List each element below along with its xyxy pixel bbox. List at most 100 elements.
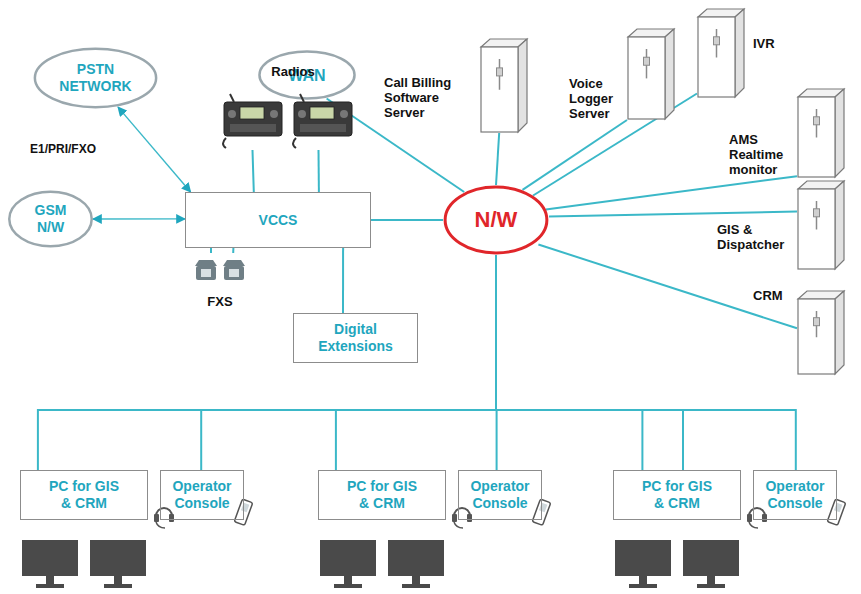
shape-part <box>300 124 346 132</box>
server-node: AMS Realtime monitor <box>797 88 845 178</box>
connector-line <box>371 219 443 221</box>
shape-part <box>224 102 282 136</box>
server-icon <box>628 29 674 119</box>
monitor-screen <box>90 540 146 576</box>
shape-part <box>665 29 674 119</box>
server-drawing <box>797 180 845 270</box>
shape-part <box>223 138 226 148</box>
phone-group: FXS <box>190 253 250 309</box>
server-label: GIS & Dispatcher <box>717 222 793 252</box>
shape-part <box>223 260 245 266</box>
shape-part <box>749 522 758 528</box>
network-ellipse: N/W <box>443 185 549 255</box>
shape-part <box>835 181 844 269</box>
system-box: PC for GIS & CRM <box>318 470 446 520</box>
connector-line <box>232 248 234 253</box>
shape-part <box>196 266 216 280</box>
server-node: GIS & Dispatcher <box>797 180 845 270</box>
shape-part <box>835 89 844 177</box>
shape-part <box>628 37 665 119</box>
connector-line <box>342 248 344 313</box>
connector-line <box>210 248 212 253</box>
connector-line <box>93 218 185 220</box>
monitor-base <box>629 584 657 588</box>
box-label: Operator Console <box>165 478 239 512</box>
shape-part <box>293 138 296 148</box>
connector-line <box>549 212 797 217</box>
server-node: CRM <box>797 290 845 375</box>
headset-icon <box>452 508 472 528</box>
server-label: AMS Realtime monitor <box>729 132 793 177</box>
box-label: PC for GIS & CRM <box>627 478 727 512</box>
shape-part <box>518 39 527 132</box>
radio-group: Radios <box>218 64 368 150</box>
monitor-stand <box>707 576 715 584</box>
box-label: N/W <box>475 207 518 233</box>
shape-part <box>814 117 820 125</box>
server-icon <box>798 89 844 177</box>
shape-part <box>762 514 767 522</box>
group-label: Radios <box>271 64 314 79</box>
shape-part <box>798 97 835 177</box>
shape-part <box>735 9 744 97</box>
monitor-stand <box>639 576 647 584</box>
shape-part <box>154 514 159 522</box>
connector-line <box>496 255 642 470</box>
shape-part <box>340 110 348 118</box>
server-icon <box>698 9 744 97</box>
shape-part <box>481 47 518 132</box>
monitor-base <box>697 584 725 588</box>
connector-line <box>496 133 499 185</box>
system-box: PC for GIS & CRM <box>20 470 148 520</box>
shape-part <box>259 52 354 99</box>
shape-part <box>814 209 820 217</box>
monitor-stand <box>46 576 54 584</box>
monitor-screen <box>320 540 376 576</box>
group-label: FXS <box>207 294 232 309</box>
shape-part <box>201 269 211 277</box>
box-label: PC for GIS & CRM <box>34 478 134 512</box>
shape-part <box>228 110 236 118</box>
box-label: PSTN NETWORK <box>51 61 141 95</box>
shape-part <box>714 37 720 45</box>
server-label: IVR <box>753 36 793 51</box>
edge-label: E1/PRI/FXO <box>28 142 98 156</box>
shape-part <box>454 522 463 528</box>
server-drawing <box>627 28 675 120</box>
server-node: Call Billing Software Server <box>480 38 528 133</box>
shape-part <box>169 514 174 522</box>
shape-part <box>798 189 835 269</box>
shape-part <box>298 110 306 118</box>
shape-part <box>230 94 234 102</box>
system-box: VCCS <box>185 192 371 248</box>
box-label: Operator Console <box>758 478 832 512</box>
shape-part <box>241 503 249 513</box>
bus-drop <box>682 410 684 470</box>
server-icon <box>481 39 527 132</box>
monitor-base <box>334 584 362 588</box>
shape-part <box>698 17 735 97</box>
phone-icon <box>223 260 245 280</box>
headset-icon <box>154 508 174 528</box>
radio-icon <box>293 94 352 148</box>
shape-part <box>835 291 844 374</box>
box-label: Digital Extensions <box>301 321 411 355</box>
server-node: IVR <box>697 8 745 98</box>
server-node: Voice Logger Server <box>627 28 675 120</box>
monitor-screen <box>615 540 671 576</box>
box-label: VCCS <box>259 212 298 229</box>
shape-part <box>230 124 276 132</box>
system-box: Operator Console <box>458 470 542 520</box>
connector-line <box>318 150 320 192</box>
shape-part <box>539 503 547 513</box>
shape-part <box>310 107 334 119</box>
shape-part <box>224 266 244 280</box>
shape-part <box>270 110 278 118</box>
headset-icon <box>747 508 767 528</box>
connector-line <box>496 255 796 470</box>
monitor-screen <box>22 540 78 576</box>
shape-part <box>35 49 156 107</box>
server-icon <box>798 291 844 374</box>
